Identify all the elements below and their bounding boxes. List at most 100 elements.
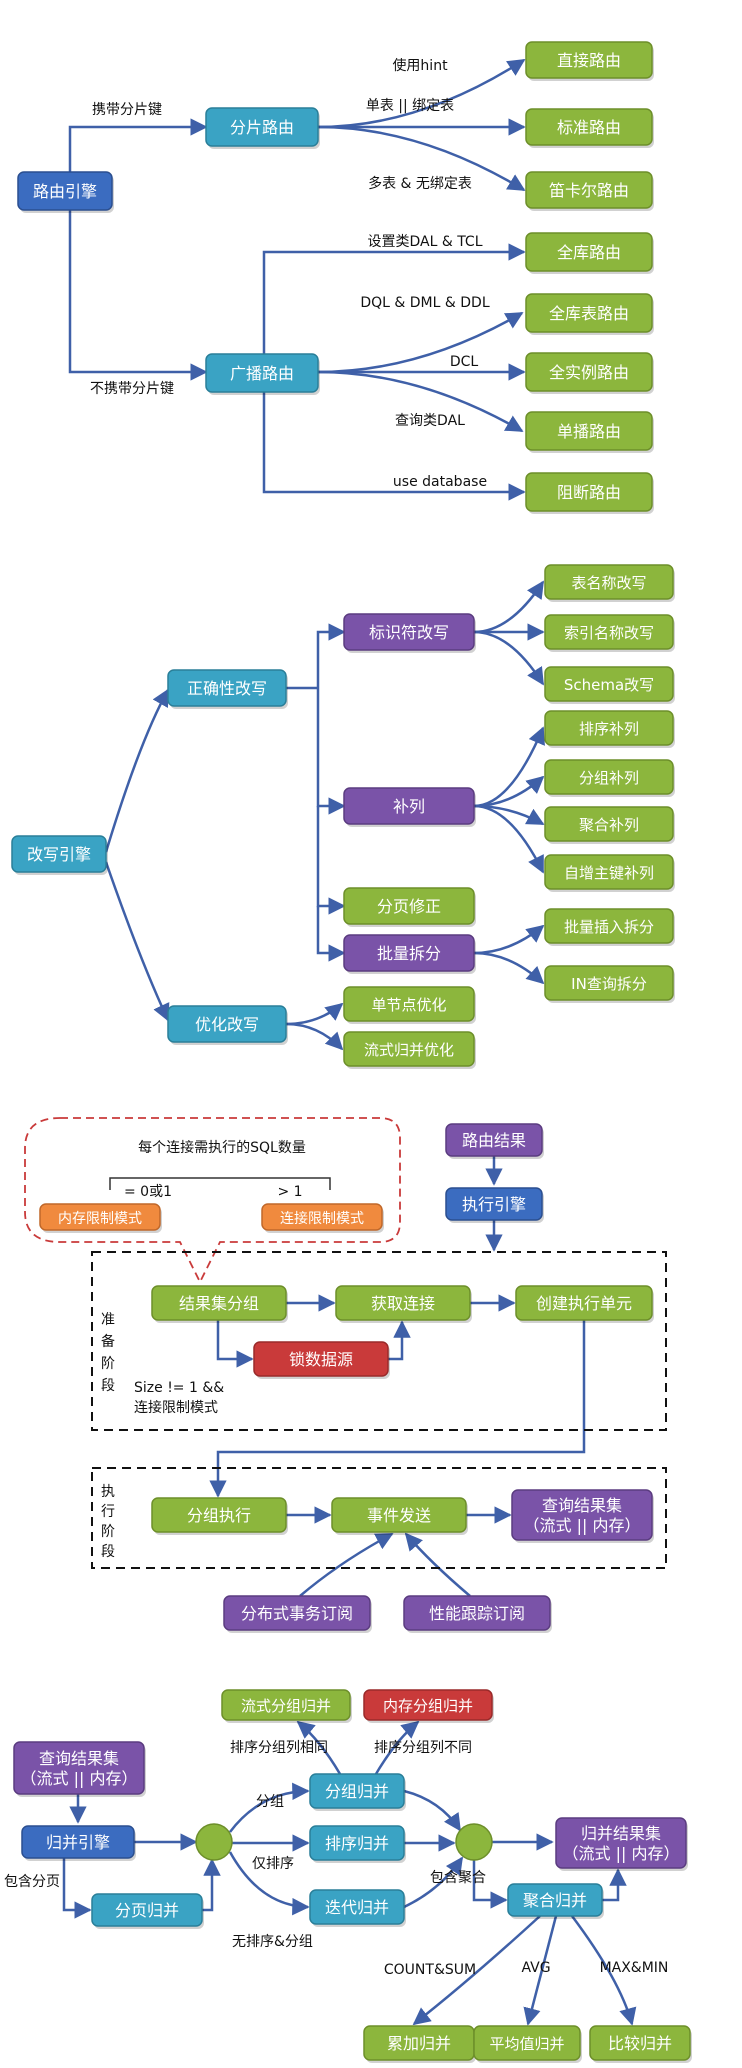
label-same-cols: 排序分组列相同 [230,1740,328,1756]
callout-eq: = 0或1 [124,1184,172,1200]
node-shard-child-2: 笛卡尔路由 [525,171,654,211]
node-stream-group-label: 流式分组归并 [241,1697,331,1715]
edge-sup-child-1 [473,775,545,808]
edge-rw-page [316,806,346,915]
node-lock-datasource-label: 锁数据源 [289,1350,353,1369]
node-optimize: 优化改写 [167,1005,288,1045]
node-create-unit: 创建执行单元 [515,1285,654,1323]
node-memory-mode: 内存限制模式 [39,1203,162,1233]
edge-label-without-key: 不携带分片键 [90,381,174,397]
edge-shard-child-2 [317,125,526,192]
node-batch-label: 批量拆分 [377,944,441,963]
node-cmp-merge: 比较归并 [589,2025,692,2063]
node-agg-merge-label: 聚合归并 [523,1891,587,1910]
node-shard-routing: 分片路由 [205,107,320,149]
edge-bc-trunk [262,243,526,354]
label-has-pagination: 包含分页 [4,1874,60,1890]
node-avg-merge: 平均值归并 [473,2025,582,2063]
node-bc-child-2-label: 全实例路由 [549,363,629,382]
edge-gm-stream [296,1720,342,1775]
node-lock-datasource: 锁数据源 [253,1341,390,1379]
edge-rw-id [316,623,346,688]
node-group-merge: 分组归并 [309,1773,406,1811]
node-merge-engine: 归并引擎 [21,1825,136,1861]
edge-sup-child-0 [473,726,545,808]
node-event-send: 事件发送 [331,1497,468,1535]
label-sort-only: 仅排序 [252,1856,294,1872]
size-cond-2: 连接限制模式 [134,1399,218,1416]
node-bc-child-4: 阻断路由 [525,472,654,514]
node-id-child-1-label: 索引名称改写 [564,624,654,642]
node-acc-merge-label: 累加归并 [387,2034,451,2053]
callout-title: 每个连接需执行的SQL数量 [138,1139,306,1156]
edge-bc-child-1 [317,311,524,374]
node-dist-tx-label: 分布式事务订阅 [241,1604,353,1623]
node-pagination-label: 分页修正 [377,897,441,916]
node-exec-query-result: 查询结果集（流式 || 内存） [511,1489,654,1543]
node-opt-child-1: 流式归并优化 [343,1031,476,1069]
node-id-child-0-label: 表名称改写 [571,574,646,592]
node-route-result-label: 路由结果 [462,1131,526,1150]
node-iter-merge: 迭代归并 [309,1889,406,1927]
node-sup-child-3: 自增主键补列 [544,854,675,892]
node-resultset-group: 结果集分组 [151,1285,288,1323]
mode-callout [24,1117,401,1285]
label-has-agg: 包含聚合 [430,1870,486,1886]
node-perf-trace-label: 性能跟踪订阅 [429,1604,525,1623]
edge-label-bc-child-2: DCL [450,354,479,370]
node-id-child-1: 索引名称改写 [544,614,675,652]
node-get-connection: 获取连接 [335,1285,472,1323]
edge-agg-result [602,1868,627,1902]
node-acc-merge: 累加归并 [363,2025,476,2063]
brace-left [109,1177,331,1190]
merge-junction-left [195,1823,233,1861]
edge-dist-event [299,1532,394,1597]
label-count-sum: COUNT&SUM [384,1962,476,1978]
execution-stage-frame [91,1467,667,1569]
edge-bc-trunk2 [262,392,526,501]
edge-bc-child-3 [317,370,524,433]
edge-rw-root-correct [104,688,170,853]
node-exec-query-result-label: 查询结果集 [542,1496,622,1515]
label-max-min: MAX&MIN [600,1960,669,1976]
node-bc-child-4-label: 阻断路由 [557,483,621,502]
merge-junction-right [455,1823,493,1861]
node-iter-merge-label: 迭代归并 [325,1898,389,1917]
node-merge-query-result: 查询结果集（流式 || 内存） [13,1741,146,1797]
edge-label-bc-child-0: 设置类DAL & TCL [367,234,482,250]
edge-label-shard-child-2: 多表 & 无绑定表 [368,175,472,192]
edge-perf-event [404,1532,471,1597]
node-routing-engine: 路由引擎 [17,171,114,213]
label-group: 分组 [256,1794,284,1810]
edge-rw-sup [316,688,346,815]
node-identifier: 标识符改写 [343,613,476,653]
node-route-result: 路由结果 [445,1123,544,1159]
node-bc-child-1: 全库表路由 [525,293,654,335]
node-bc-child-1-label: 全库表路由 [549,304,629,323]
node-event-send-label: 事件发送 [367,1506,431,1525]
node-sup-child-2: 聚合补列 [544,806,675,844]
edge-id-child-2 [473,630,545,686]
node-group-exec: 分组执行 [151,1497,288,1535]
node-avg-merge-label: 平均值归并 [489,2035,564,2053]
node-supplement-label: 补列 [393,797,425,816]
edge-agg-acc [412,1915,541,2026]
prepare-stage-char-0: 准 [101,1312,115,1328]
node-sort-merge-label: 排序归并 [325,1834,389,1853]
edge-id-child-0 [473,580,545,634]
edge-label-with-key: 携带分片键 [92,102,162,118]
label-diff-cols: 排序分组列不同 [374,1740,472,1756]
node-bc-child-2: 全实例路由 [525,352,654,394]
node-correctness-label: 正确性改写 [187,679,267,698]
edge-gm-c2 [403,1789,462,1832]
node-sort-merge: 排序归并 [309,1825,406,1863]
node-correctness: 正确性改写 [167,669,288,709]
node-batch-child-0: 批量插入拆分 [544,908,675,946]
node-cmp-merge-label: 比较归并 [608,2034,672,2053]
node-group-merge-label: 分组归并 [325,1782,389,1801]
label-avg: AVG [521,1960,550,1976]
node-bc-child-0: 全库路由 [525,232,654,274]
edge-c1-gm [229,1782,310,1833]
node-sup-child-0-label: 排序补列 [579,720,639,738]
node-perf-trace: 性能跟踪订阅 [403,1595,552,1633]
